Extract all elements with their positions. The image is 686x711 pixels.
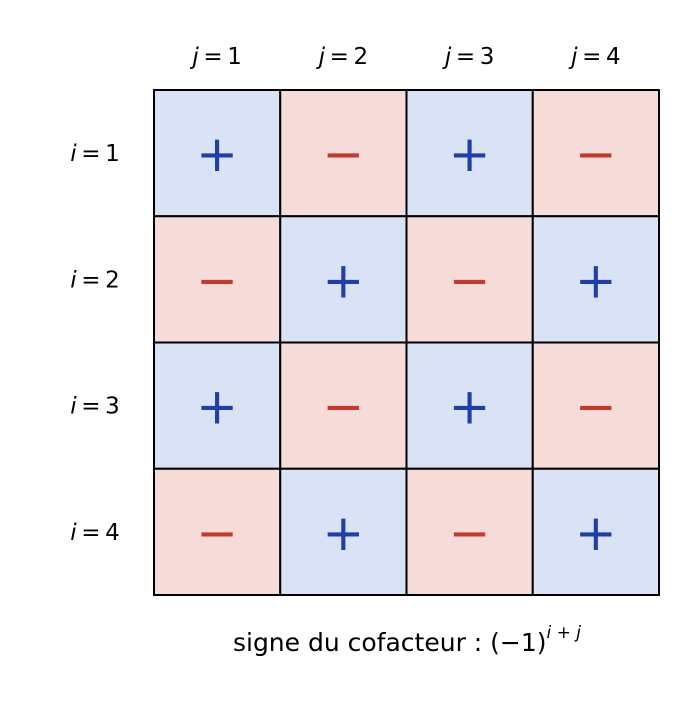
plus-sign: + — [196, 378, 238, 436]
row-label: i = 1 — [70, 141, 120, 167]
row-label-var: i — [70, 267, 77, 293]
minus-sign: − — [575, 378, 617, 436]
caption-text: signe du cofacteur : (−1) — [233, 628, 547, 657]
column-label-num: 2 — [353, 44, 368, 70]
minus-sign: − — [449, 251, 491, 309]
plus-sign: + — [449, 378, 491, 436]
plus-sign: + — [322, 251, 364, 309]
row-label: i = 2 — [70, 267, 120, 293]
row-label: i = 3 — [70, 394, 120, 420]
row-labels: i = 1i = 2i = 3i = 4 — [70, 141, 120, 546]
minus-sign: − — [322, 125, 364, 183]
column-label-eq: = — [330, 44, 349, 70]
row-label-eq: = — [81, 267, 100, 293]
minus-sign: − — [575, 125, 617, 183]
plus-sign: + — [196, 125, 238, 183]
column-label-num: 4 — [606, 44, 621, 70]
matrix-cell — [531, 215, 660, 344]
caption: signe du cofacteur : (−1)i + j — [233, 623, 581, 657]
column-label: j = 2 — [316, 44, 369, 70]
row-label-num: 1 — [105, 141, 120, 167]
minus-sign: − — [322, 378, 364, 436]
column-label-eq: = — [203, 44, 222, 70]
column-label: j = 3 — [442, 44, 495, 70]
plus-sign: + — [575, 504, 617, 562]
column-label-var: j — [568, 44, 578, 70]
matrix-cell — [279, 215, 408, 344]
matrix-cell — [153, 89, 282, 218]
matrix-cell — [405, 89, 534, 218]
minus-sign: − — [196, 251, 238, 309]
column-label-num: 1 — [227, 44, 242, 70]
matrix-cell — [279, 467, 408, 596]
row-label-eq: = — [81, 394, 100, 420]
matrix-cell — [531, 89, 660, 218]
row-label-var: i — [70, 141, 77, 167]
minus-sign: − — [449, 504, 491, 562]
column-label: j = 1 — [189, 44, 242, 70]
matrix-cell — [405, 215, 534, 344]
plus-sign: + — [322, 504, 364, 562]
plus-sign: + — [449, 125, 491, 183]
column-label-var: j — [189, 44, 199, 70]
row-label: i = 4 — [70, 520, 120, 546]
row-label-eq: = — [81, 141, 100, 167]
matrix-cell — [531, 341, 660, 470]
column-label: j = 4 — [568, 44, 621, 70]
row-label-num: 3 — [105, 394, 120, 420]
matrix-cell — [405, 467, 534, 596]
column-label-var: j — [442, 44, 452, 70]
matrix-cell — [531, 467, 660, 596]
sign-matrix: + − + − − + − + + − + − − + − + — [153, 89, 660, 596]
row-label-eq: = — [81, 520, 100, 546]
column-label-num: 3 — [480, 44, 495, 70]
plus-sign: + — [575, 251, 617, 309]
row-label-var: i — [70, 394, 77, 420]
matrix-cell — [153, 467, 282, 596]
column-label-eq: = — [582, 44, 601, 70]
column-label-var: j — [316, 44, 326, 70]
matrix-cell — [153, 215, 282, 344]
row-label-var: i — [70, 520, 77, 546]
row-label-num: 2 — [105, 267, 120, 293]
minus-sign: − — [196, 504, 238, 562]
caption-superscript: i + j — [547, 623, 582, 643]
column-label-eq: = — [456, 44, 475, 70]
row-label-num: 4 — [105, 520, 120, 546]
